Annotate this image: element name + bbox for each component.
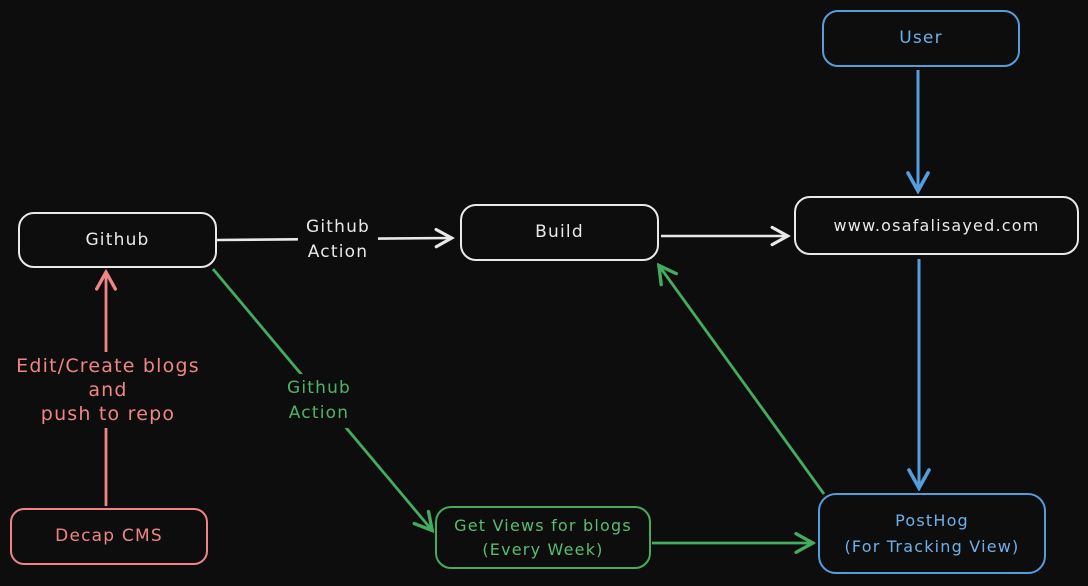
node-github-label: Github [85, 229, 150, 250]
edge-label-github-action-build: Github Action [297, 213, 379, 267]
node-get-views: Get Views for blogs (Every Week) [435, 506, 651, 569]
node-decap-cms-label: Decap CMS [55, 526, 163, 546]
node-website: www.osafalisayed.com [794, 196, 1079, 255]
edge-label-edit-create-blogs: Edit/Create blogs and push to repo [8, 352, 208, 428]
node-build: Build [460, 204, 659, 261]
node-github: Github [18, 212, 217, 268]
node-user: User [822, 10, 1020, 67]
node-posthog: PostHog (For Tracking View) [818, 493, 1046, 574]
node-website-label: www.osafalisayed.com [833, 216, 1040, 235]
arrow-posthog-to-build [660, 267, 826, 495]
node-build-label: Build [535, 222, 584, 242]
edge-label-github-action-getviews: Github Action [278, 374, 360, 428]
node-user-label: User [899, 28, 943, 48]
node-get-views-label: Get Views for blogs (Every Week) [454, 515, 632, 559]
node-posthog-label: PostHog (For Tracking View) [844, 510, 1020, 556]
node-decap-cms: Decap CMS [10, 508, 208, 565]
